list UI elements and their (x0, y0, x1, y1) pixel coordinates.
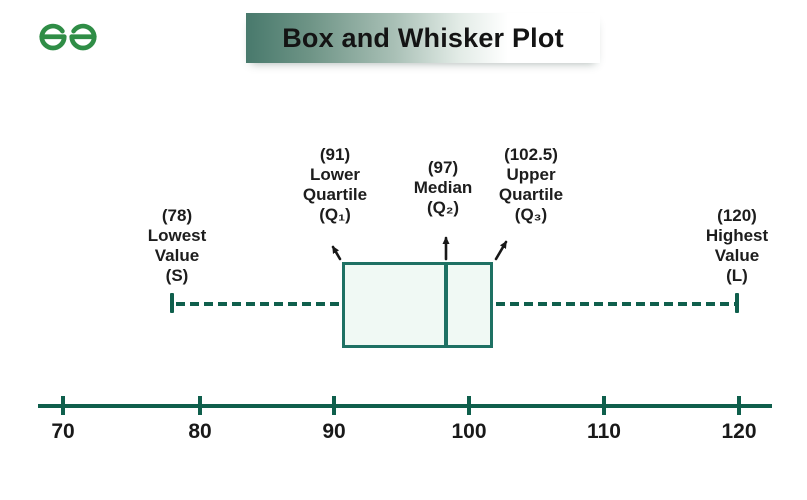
annotation-line: Value (714, 246, 760, 265)
annotation-line: (102.5) (504, 145, 558, 164)
iqr-box (342, 262, 493, 348)
annotation-highest-value: (120) Highest Value (L) (677, 206, 797, 286)
annotation-line: (Q₃) (514, 205, 548, 224)
annotation-line: Value (154, 246, 200, 265)
axis-tick-80 (198, 396, 202, 415)
number-line (38, 404, 772, 408)
annotation-upper-quartile: (102.5) Upper Quartile (Q₃) (471, 145, 591, 225)
axis-tick-120 (737, 396, 741, 415)
annotation-line: (91) (319, 145, 351, 164)
whisker-right (496, 302, 735, 306)
annotation-line: Quartile (498, 185, 564, 204)
whisker-cap-lowest (170, 293, 174, 313)
annotation-line: (78) (161, 206, 193, 225)
axis-tick-70 (61, 396, 65, 415)
axis-tick-110 (602, 396, 606, 415)
annotation-line: (97) (427, 158, 459, 177)
title-banner: Box and Whisker Plot (246, 13, 600, 63)
axis-tick-100 (467, 396, 471, 415)
annotation-line: (Q₂) (426, 198, 460, 217)
whisker-left (176, 302, 342, 306)
median-line (444, 262, 448, 348)
annotation-line: (S) (165, 266, 189, 285)
annotation-line: (L) (726, 266, 748, 285)
axis-tick-label: 70 (51, 420, 75, 443)
annotation-line: Highest (705, 226, 769, 245)
axis-tick-label: 100 (451, 420, 487, 443)
axis-tick-90 (332, 396, 336, 415)
arrow-to-lower-quartile-icon (331, 245, 342, 261)
annotation-lowest-value: (78) Lowest Value (S) (117, 206, 237, 286)
axis-tick-label: 80 (188, 420, 212, 443)
annotation-line: Lower (309, 165, 361, 184)
page-title: Box and Whisker Plot (282, 22, 564, 53)
annotation-line: Median (413, 178, 473, 197)
geeksforgeeks-logo-icon (39, 23, 97, 51)
label-arrows (331, 236, 508, 261)
axis-tick-label: 90 (322, 420, 346, 443)
axis-tick-label: 120 (721, 420, 757, 443)
arrow-to-upper-quartile-icon (494, 240, 508, 261)
annotation-line: (120) (717, 206, 757, 225)
annotation-line: Lowest (147, 226, 207, 245)
annotation-line: Upper (506, 165, 556, 184)
annotation-line: Quartile (302, 185, 368, 204)
axis-tick-label: 110 (587, 420, 621, 443)
annotation-line: (Q₁) (319, 205, 351, 224)
annotation-median: (97) Median (Q₂) (383, 158, 503, 218)
annotation-lower-quartile: (91) Lower Quartile (Q₁) (275, 145, 395, 225)
whisker-cap-highest (735, 293, 739, 313)
